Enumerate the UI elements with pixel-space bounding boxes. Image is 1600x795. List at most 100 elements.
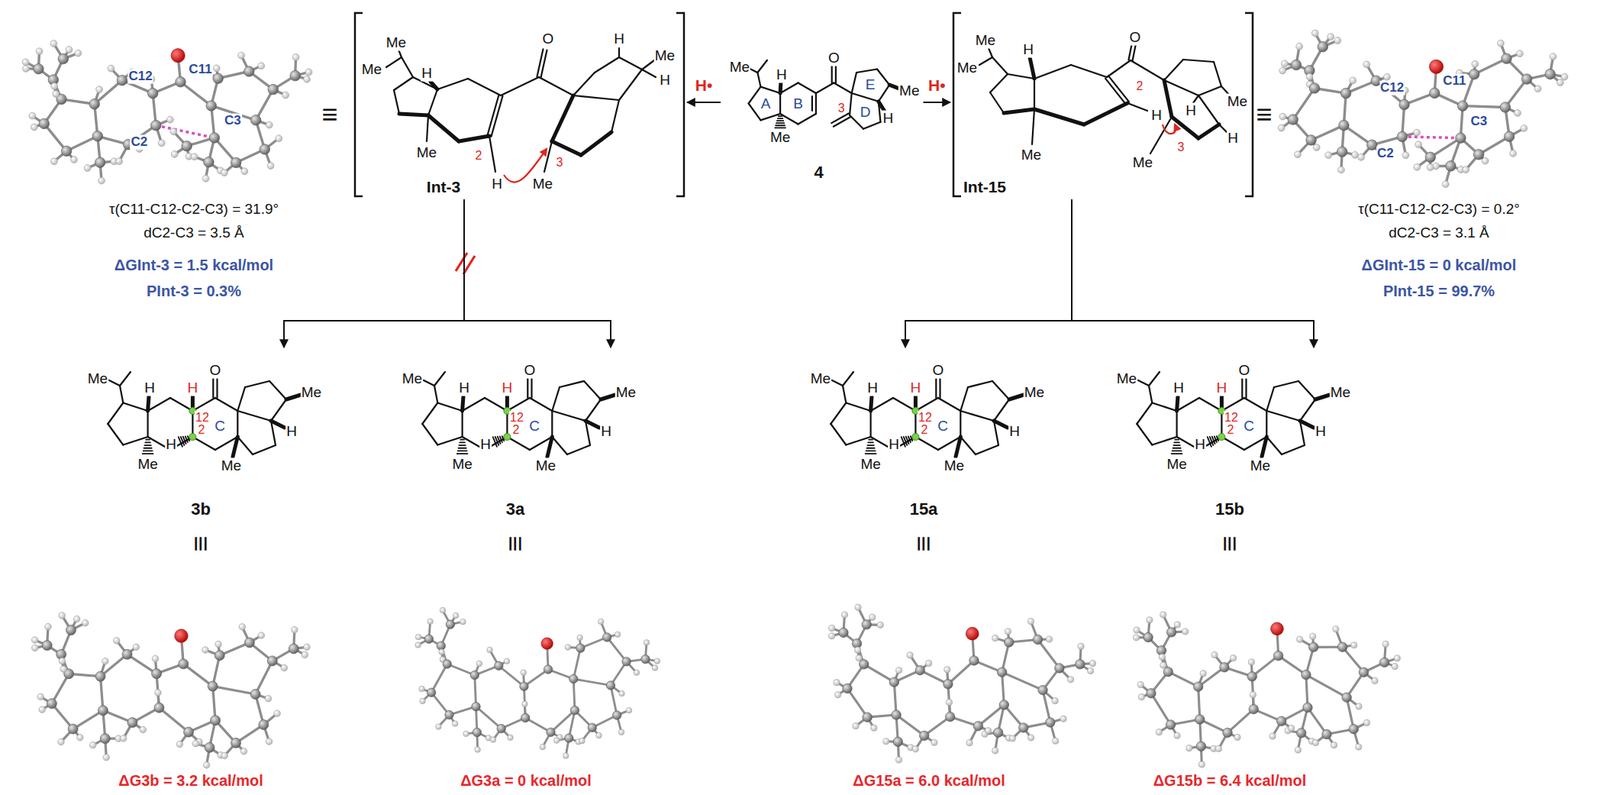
carbon-atom <box>58 53 69 65</box>
hydrogen-atom <box>651 664 658 671</box>
model-stick <box>1376 80 1405 105</box>
carbon-atom <box>210 715 221 726</box>
bond-line <box>145 441 151 443</box>
hydrogen-atom <box>74 49 82 57</box>
atom-label: H <box>285 423 298 440</box>
equivalence-sign: ≡ <box>1214 534 1246 552</box>
hydrogen-atom <box>563 752 569 759</box>
hydrogen-atom <box>45 622 52 630</box>
bond-line <box>1070 64 1107 78</box>
hydrogen-atom <box>1174 621 1181 628</box>
intermediate: Int-3MeMeHMeO2H3MeHMeH <box>351 9 688 200</box>
hydrogen-atom <box>1349 77 1357 84</box>
bond-line <box>551 436 568 455</box>
bond-line <box>990 74 1008 93</box>
hydrogen-atom <box>1009 735 1016 742</box>
bond-line <box>938 397 961 411</box>
carbon-atom <box>861 619 871 630</box>
carbon-atom <box>66 625 77 636</box>
hydrogen-atom <box>643 639 649 646</box>
equivalence-sign: ≡ <box>908 534 939 552</box>
bond-line <box>1173 447 1181 449</box>
hydrogen-atom <box>291 625 299 633</box>
note: dC2-C3 = 3.1 Å <box>1387 225 1491 242</box>
model-stick <box>847 687 868 717</box>
hydrogen-atom <box>1028 734 1035 741</box>
atom-label: Me <box>416 145 438 162</box>
hydrogen-atom <box>50 158 58 165</box>
hydrogen-atom <box>619 690 625 696</box>
hydrogen-atom <box>258 62 265 70</box>
hydrogen-atom <box>1182 628 1189 635</box>
carbon-atom <box>154 702 165 713</box>
bond-line <box>1130 60 1165 81</box>
hydrogen-atom <box>1332 625 1339 633</box>
bond-line <box>1174 441 1180 443</box>
atom-label: Me <box>859 456 881 473</box>
bond-line <box>1148 385 1152 404</box>
oxygen-atom <box>965 626 979 640</box>
bond-line <box>1127 103 1148 111</box>
atom-label: H <box>612 31 626 48</box>
atom-label: O <box>209 362 223 379</box>
carbon-atom <box>288 643 299 654</box>
hydrogen-atom <box>520 669 526 675</box>
atom-label: C2 <box>129 135 149 150</box>
model-stick <box>127 654 157 674</box>
hydrogen-atom <box>89 741 97 749</box>
hydrogen-atom <box>1334 37 1342 45</box>
atom-label: H <box>420 65 433 82</box>
hydrogen-atom <box>1312 739 1319 746</box>
bond-line <box>215 397 238 411</box>
ring-letter: C <box>528 418 541 435</box>
bond-line <box>237 387 246 411</box>
hydrogen-atom <box>1296 635 1304 642</box>
hydrogen-atom <box>170 151 178 159</box>
bond-line <box>536 48 543 77</box>
hydrogen-atom <box>241 167 249 175</box>
hydrogen-atom <box>966 739 973 746</box>
bond-line <box>192 436 216 450</box>
carbon-atom <box>969 655 979 665</box>
hydrogen-atom <box>877 621 884 628</box>
carbon-atom <box>207 680 218 691</box>
hydrogen-atom <box>596 732 602 738</box>
carbon-atom <box>546 727 555 736</box>
bond-line <box>851 72 857 94</box>
bond-line <box>216 378 218 398</box>
carbon-atom <box>1219 662 1230 672</box>
bond-line <box>148 396 149 411</box>
hydrogen-atom <box>476 660 482 666</box>
locant-number: 12 <box>917 410 933 425</box>
bond-line <box>1245 378 1247 398</box>
atom-label: Me <box>1023 384 1046 401</box>
hydrogen-atom <box>539 743 546 749</box>
hydrogen-atom <box>70 156 78 164</box>
atom-label: H <box>479 436 492 453</box>
intermediate: Int-15MeMeHMeO2H3MeHMeH <box>950 9 1256 200</box>
oxygen-atom <box>170 48 185 63</box>
hydrogen-atom <box>503 658 510 664</box>
atom-label: O <box>523 362 537 379</box>
bond-line <box>270 420 285 428</box>
carbon-atom <box>606 680 615 690</box>
bond-line <box>434 371 446 386</box>
hydrogen-atom <box>869 613 876 620</box>
atom-label: Me <box>615 384 637 401</box>
hydrogen-atom <box>1296 42 1304 50</box>
hydrogen-atom <box>1441 180 1449 188</box>
atom-label: Me <box>220 458 242 475</box>
ball-and-stick-model <box>1132 611 1400 768</box>
bond-line <box>551 95 574 142</box>
bond-line <box>1281 445 1305 455</box>
carbon-atom <box>258 719 269 730</box>
carbon-atom <box>209 132 220 144</box>
bond-line <box>856 69 878 74</box>
bond-line <box>955 436 961 457</box>
carbon-atom <box>267 655 278 666</box>
hydrogen-atom <box>264 694 272 702</box>
bond-line <box>830 423 846 446</box>
bond-line <box>1033 78 1036 110</box>
bond-line <box>493 436 497 447</box>
hydrogen-atom <box>1052 737 1059 744</box>
